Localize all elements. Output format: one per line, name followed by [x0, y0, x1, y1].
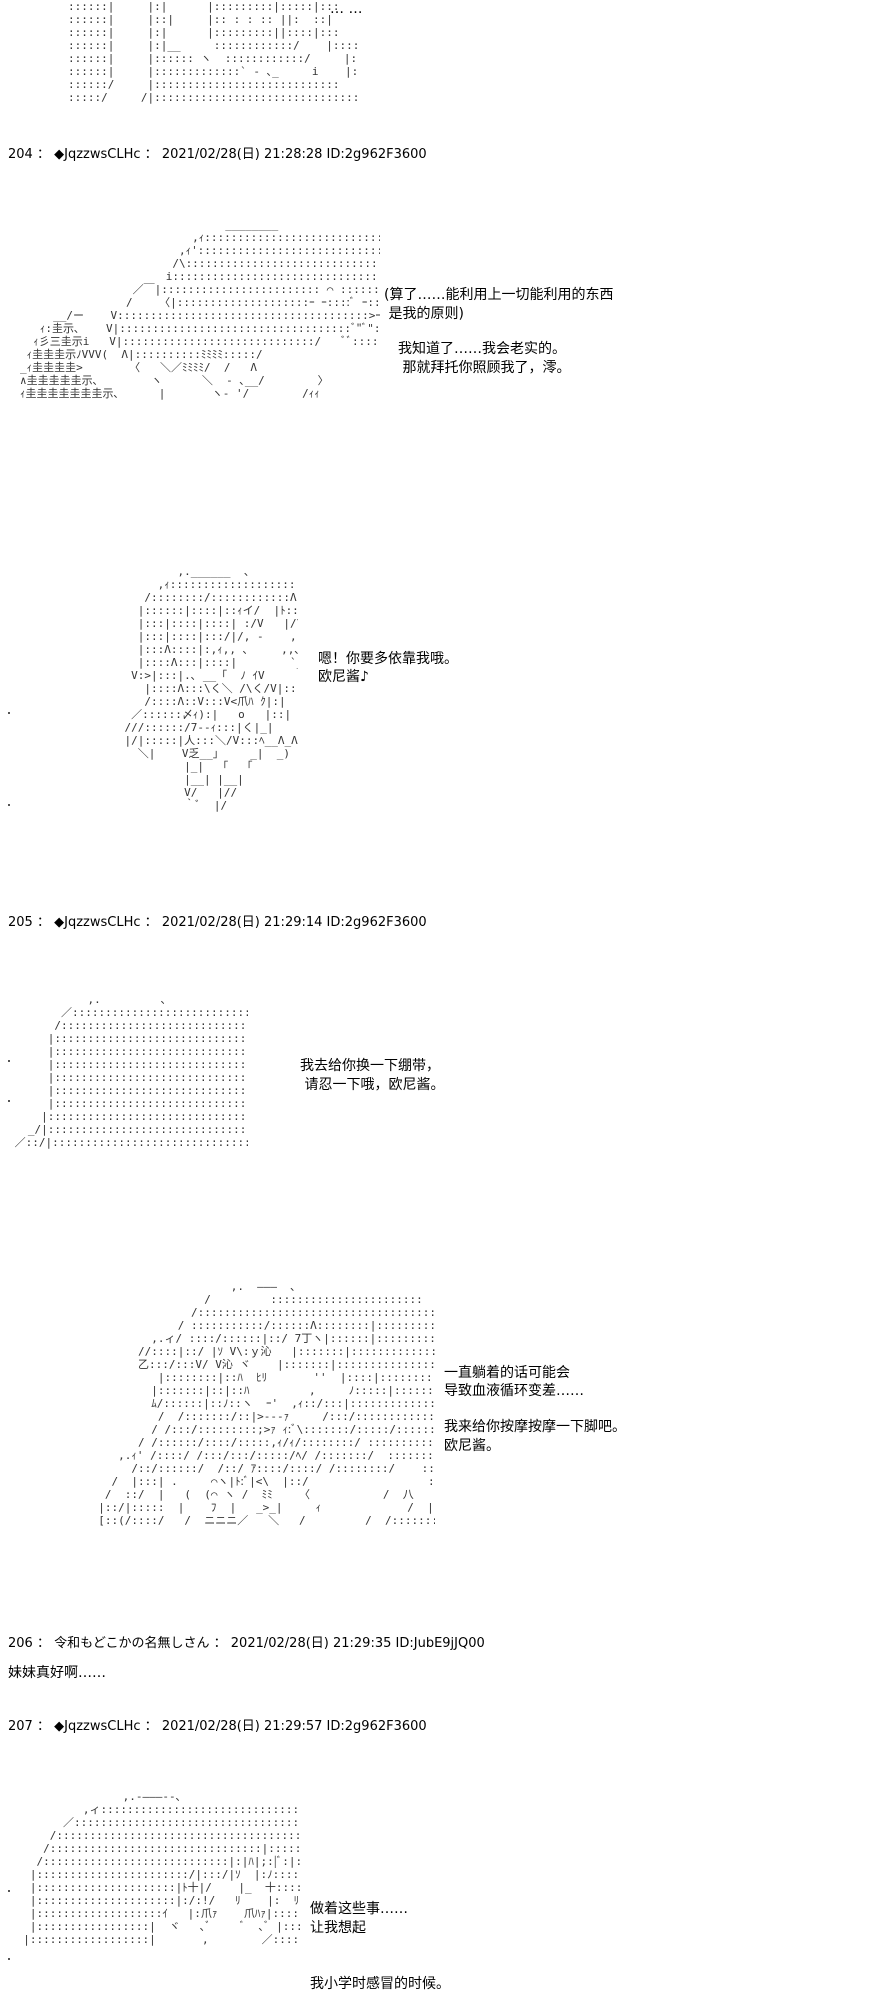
message-line: 我小学时感冒的时候。 [310, 1976, 450, 1992]
post-number: 205 [8, 915, 33, 930]
margin-dot [8, 1890, 10, 1892]
message-line: 导致血液循环变差…… [444, 1383, 584, 1399]
ascii-art-207: ,.-―――‐-､ ,ィ::::::::::::::::::::::::::::… [23, 1790, 300, 1946]
message-line: 欧尼酱。 [444, 1438, 500, 1454]
ellipsis-fragment: … … [330, 1, 363, 17]
separator: ： [144, 1719, 158, 1734]
post-id[interactable]: ID:2g962F3600 [326, 1719, 427, 1734]
margin-dot [8, 804, 10, 806]
message-line: 我知道了……我会老实的。 [398, 341, 566, 357]
ascii-art-top: ::::::| |:| |:::::::::|:::::|::: |:::| :… [68, 0, 358, 104]
margin-dot [8, 1100, 10, 1102]
message-line: 我去给你换一下绷带， [300, 1058, 440, 1074]
post-header-206: 206 ： 令和もどこかの名無しさん ： 2021/02/28(日) 21:29… [8, 1636, 485, 1652]
separator: ： [213, 1636, 227, 1651]
message-line: 一直躺着的话可能会 [444, 1365, 570, 1381]
ascii-art-girl: ,.______ 、 ,ｨ::::::::::::::::::::::ヽ /::… [124, 565, 298, 812]
post-id[interactable]: ID:JubE9jJQ00 [395, 1636, 485, 1651]
post-datetime: 2021/02/28(日) 21:29:35 [230, 1636, 392, 1651]
message-line: 妹妹真好啊…… [8, 1665, 106, 1681]
post-datetime: 2021/02/28(日) 21:29:57 [161, 1719, 323, 1734]
post-header-205: 205 ： ◆JqzzwsCLHc ： 2021/02/28(日) 21:29:… [8, 915, 427, 931]
post-datetime: 2021/02/28(日) 21:29:14 [161, 915, 323, 930]
separator: ： [36, 1636, 50, 1651]
post-id[interactable]: ID:2g962F3600 [326, 147, 427, 162]
margin-dot [8, 1958, 10, 1960]
message-line: 让我想起 [310, 1920, 366, 1936]
message-line: 请忍一下哦，欧尼酱。 [300, 1077, 445, 1093]
ascii-art-204: ________ ,ｨ:::::::::::::::::::::::::::ﾒ､… [20, 218, 380, 400]
post-number: 204 [8, 147, 33, 162]
separator: ： [36, 147, 50, 162]
post-author[interactable]: ◆JqzzwsCLHc [54, 1719, 141, 1734]
message-line: 我来给你按摩按摩一下脚吧。 [444, 1419, 626, 1435]
post-author[interactable]: ◆JqzzwsCLHc [54, 915, 141, 930]
message-line: 做着这些事…… [310, 1901, 408, 1917]
post-number: 207 [8, 1719, 33, 1734]
post-header-204: 204 ： ◆JqzzwsCLHc ： 2021/02/28(日) 21:28:… [8, 147, 427, 163]
post-author[interactable]: ◆JqzzwsCLHc [54, 147, 141, 162]
ascii-art-205-massage: ,. ――― ､ / ::::::::::::::::::::::: ＼ /::… [98, 1280, 435, 1527]
separator: ： [36, 915, 50, 930]
message-line: (算了……能利用上一切能利用的东西 [384, 287, 614, 303]
message-line: 欧尼酱♪ [318, 669, 369, 685]
message-line: 是我的原则) [384, 306, 464, 322]
separator: ： [144, 147, 158, 162]
separator: ： [36, 1719, 50, 1734]
post-datetime: 2021/02/28(日) 21:28:28 [161, 147, 323, 162]
margin-dot [8, 712, 10, 714]
post-author[interactable]: 令和もどこかの名無しさん [54, 1636, 210, 1651]
post-id[interactable]: ID:2g962F3600 [326, 915, 427, 930]
separator: ： [144, 915, 158, 930]
post-number: 206 [8, 1636, 33, 1651]
margin-dot [8, 1060, 10, 1062]
message-line: 那就拜托你照顾我了，澪。 [398, 360, 571, 376]
message-line: 嗯！你要多依靠我哦。 [318, 651, 458, 667]
ascii-art-205-hand: ,. 、 ／::::::::::::::::::::::::::::ヽ /:::… [14, 993, 248, 1149]
post-header-207: 207 ： ◆JqzzwsCLHc ： 2021/02/28(日) 21:29:… [8, 1719, 427, 1735]
